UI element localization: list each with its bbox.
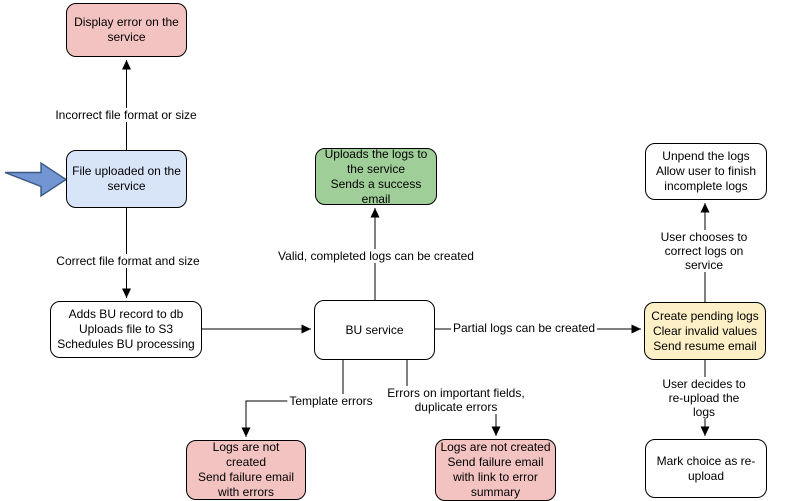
node-logs-failure-summary: Logs are not created Send failure email …: [435, 439, 556, 501]
edge-label-partial-logs: Partial logs can be created: [450, 321, 598, 335]
node-adds-bu-record: Adds BU record to db Uploads file to S3 …: [50, 301, 202, 358]
edge-label-important-errors: Errors on important fields, duplicate er…: [385, 386, 527, 414]
edge-label-incorrect-format: Incorrect file format or size: [53, 108, 199, 122]
node-mark-reupload: Mark choice as re- upload: [645, 439, 767, 498]
edge-label-correct-format: Correct file format and size: [54, 254, 202, 268]
node-unpend-logs: Unpend the logs Allow user to finish inc…: [645, 143, 767, 200]
node-uploads-logs-success: Uploads the logs to the service Sends a …: [315, 147, 437, 206]
edge-label-user-chooses: User chooses to correct logs on service: [655, 230, 753, 272]
edge-label-valid-logs: Valid, completed logs can be created: [276, 249, 476, 263]
node-create-pending-logs: Create pending logs Clear invalid values…: [644, 302, 766, 360]
entry-block-arrow-icon: [4, 161, 68, 198]
node-bu-service: BU service: [314, 300, 435, 360]
edge-label-template-errors: Template errors: [287, 394, 375, 408]
node-file-uploaded: File uploaded on the service: [66, 150, 187, 208]
node-logs-failure-errors: Logs are not created Send failure email …: [186, 440, 306, 500]
node-display-error: Display error on the service: [66, 3, 187, 57]
edge-label-user-decides: User decides to re-upload the logs: [655, 377, 753, 419]
